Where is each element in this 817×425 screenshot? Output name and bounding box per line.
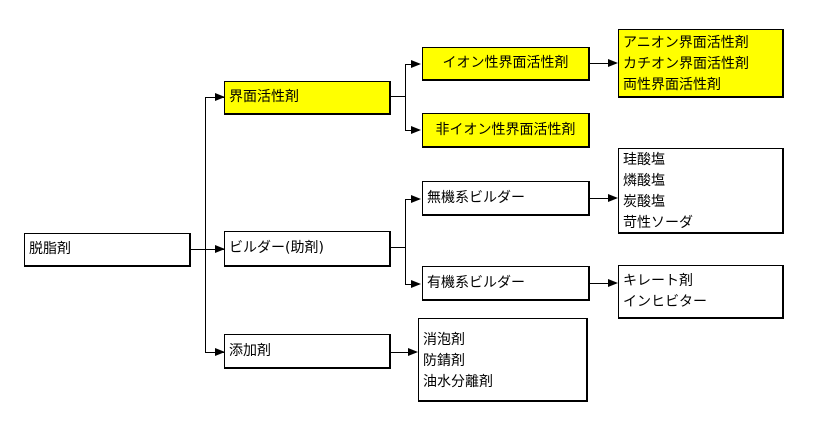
root-box: 脱脂剤 [24,233,191,267]
additive-item: 防錆剤 [423,353,465,369]
connector-inorganic-items [589,198,616,199]
arrowhead-builder [215,245,225,253]
organic-items-box: キレート剤 インヒビター [618,265,784,319]
arrowhead-organic [411,280,421,288]
connector-surfactant-out [389,96,406,97]
surfactant-box: 界面活性剤 [224,81,391,115]
arrowhead-ionic [411,60,421,68]
additive-items-box: 消泡剤 防錆剤 油水分離剤 [418,318,588,402]
additive-item: 油水分離剤 [423,374,493,390]
inorganic-item: 珪酸塩 [623,152,665,168]
additive-label: 添加剤 [229,342,271,359]
connector-organic-items [589,283,616,284]
inorganic-item: 炭酸塩 [623,194,665,210]
ionic-types-box: アニオン界面活性剤 カチオン界面活性剤 両性界面活性剤 [618,29,784,98]
surfactant-label: 界面活性剤 [229,89,299,105]
inorganic-item: 苛性ソーダ [623,215,693,231]
builder-label: ビルダー(助剤) [229,240,324,256]
inorganic-builder-label: 無機系ビルダー [427,189,525,206]
inorganic-items-box: 珪酸塩 燐酸塩 炭酸塩 苛性ソーダ [618,148,784,234]
arrowhead-additive [215,348,225,356]
arrowhead-inorganic [411,195,421,203]
connector-root [190,249,206,250]
additive-item: 消泡剤 [423,332,465,348]
ionic-type-item: カチオン界面活性剤 [623,56,749,72]
connector-builder-out [389,247,406,248]
arrowhead-ionic-items [608,59,618,67]
inorganic-builder-box: 無機系ビルダー [422,181,590,216]
arrowhead-nonionic [411,126,421,134]
connector-additive-items [389,352,416,353]
inorganic-item: 燐酸塩 [623,173,665,189]
arrowhead-organic-items [608,279,618,287]
organic-item: キレート剤 [623,273,693,289]
organic-builder-box: 有機系ビルダー [422,266,590,301]
connector-surfactant-split [405,64,406,131]
nonionic-surfactant-label: 非イオン性界面活性剤 [435,121,576,138]
connector-trunk [205,97,206,353]
ionic-surfactant-box: イオン性界面活性剤 [422,47,590,81]
ionic-type-item: アニオン界面活性剤 [623,35,749,51]
additive-box: 添加剤 [224,334,391,369]
ionic-type-item: 両性界面活性剤 [623,77,721,93]
organic-builder-label: 有機系ビルダー [427,274,525,291]
organic-item: インヒビター [623,294,707,310]
connector-builder-split [405,199,406,285]
arrowhead-additive-items [408,348,418,356]
root-label: 脱脂剤 [29,241,71,257]
ionic-surfactant-label: イオン性界面活性剤 [442,55,569,71]
arrowhead-surfactant [215,93,225,101]
connector-ionic-items [589,63,616,64]
nonionic-surfactant-box: 非イオン性界面活性剤 [422,113,590,148]
builder-box: ビルダー(助剤) [224,231,391,267]
arrowhead-inorganic-items [608,194,618,202]
